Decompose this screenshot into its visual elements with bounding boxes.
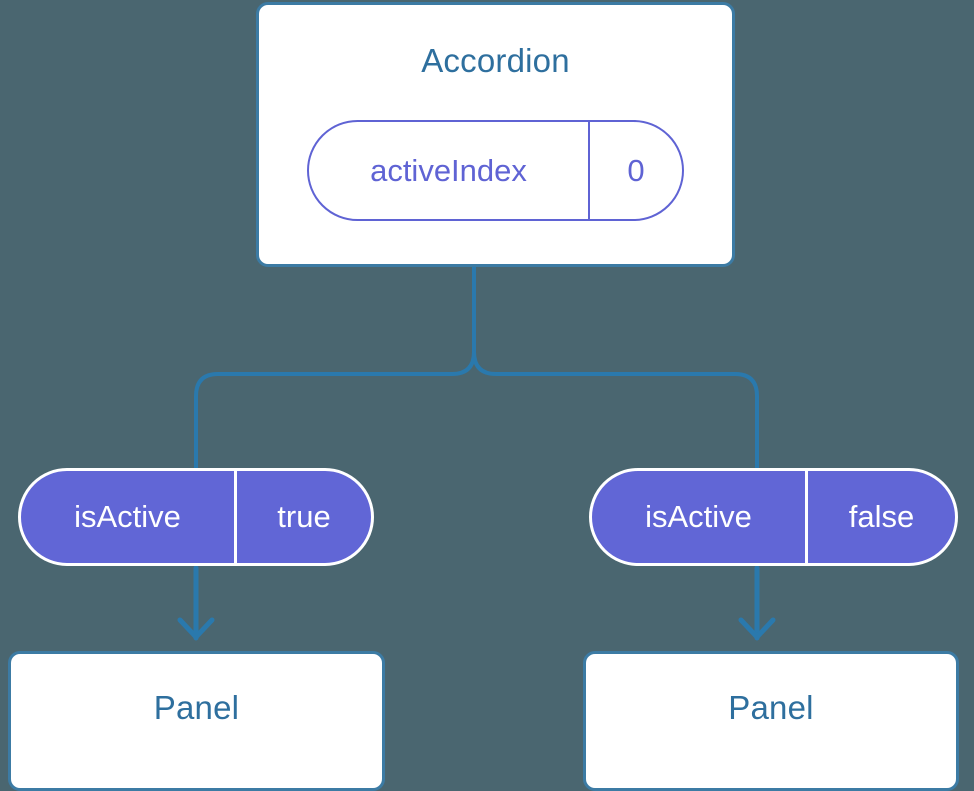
badge-pill-is-active-left[interactable]: isActive true (18, 468, 374, 566)
badge-key-is-active-left: isActive (74, 499, 181, 534)
badge-value-is-active-left: true (234, 471, 371, 563)
prop-key-active-index: activeIndex (370, 152, 527, 188)
connector-tree-path-right (472, 350, 759, 470)
arrow-down-right-icon (738, 565, 776, 641)
prop-pill-active-index[interactable]: activeIndex 0 (307, 120, 684, 221)
badge-value-is-active-right: false (805, 471, 955, 563)
diagram-canvas: Accordion activeIndex 0 isActive true is… (8, 2, 959, 791)
arrow-down-left-icon (177, 565, 215, 641)
badge-key-is-active-right: isActive (645, 499, 752, 534)
connector-tree-path (194, 265, 476, 470)
panel-component-card-right[interactable]: Panel (583, 651, 959, 791)
panel-component-card-left[interactable]: Panel (8, 651, 385, 791)
panel-title-right: Panel (728, 689, 814, 726)
panel-title-left: Panel (153, 689, 240, 726)
accordion-title: Accordion (421, 42, 570, 79)
badge-pill-is-active-right[interactable]: isActive false (589, 468, 958, 566)
prop-value-active-index: 0 (588, 122, 682, 219)
